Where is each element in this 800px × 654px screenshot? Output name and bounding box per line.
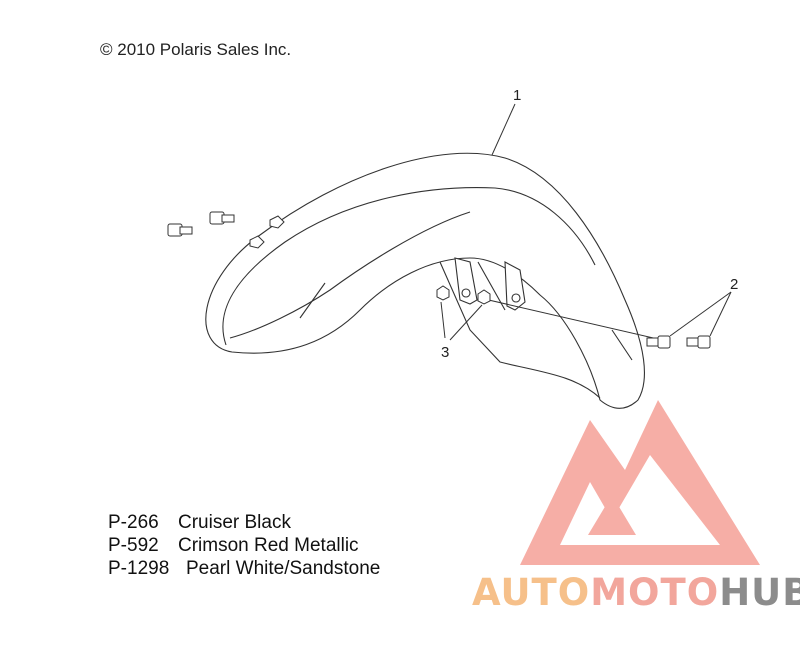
left-bolts — [167, 211, 285, 249]
mounting-brackets — [454, 257, 526, 311]
nut-parts — [436, 285, 491, 305]
paint-code: P-1298 — [108, 558, 170, 579]
callout-3: 3 — [441, 344, 449, 361]
callout-2: 2 — [730, 276, 738, 293]
paint-options-list: P-266 Cruiser Black P-592 Crimson Red Meta… — [108, 511, 380, 580]
leader-lines — [440, 103, 732, 341]
watermark-brand-text: AUTOMOTOHUB — [472, 571, 800, 614]
brand-moto: MOTO — [590, 571, 720, 614]
axle-line — [479, 297, 663, 341]
paint-name: Cruiser Black — [178, 512, 291, 533]
brand-hub: HUB — [719, 571, 800, 614]
paint-option-row: P-1298 Pearl White/Sandstone — [108, 557, 380, 580]
paint-code: P-592 — [108, 535, 159, 556]
paint-name: Crimson Red Metallic — [178, 535, 359, 556]
watermark-logo — [520, 400, 760, 565]
paint-option-row: P-266 Cruiser Black — [108, 511, 380, 534]
callout-1: 1 — [513, 87, 521, 104]
copyright-text: © 2010 Polaris Sales Inc. — [100, 40, 292, 59]
right-bolts — [646, 335, 711, 349]
paint-name: Pearl White/Sandstone — [186, 558, 381, 579]
paint-code: P-266 — [108, 512, 159, 533]
brand-auto: AUTO — [472, 571, 591, 614]
fender-part — [205, 152, 645, 409]
paint-option-row: P-592 Crimson Red Metallic — [108, 534, 380, 557]
